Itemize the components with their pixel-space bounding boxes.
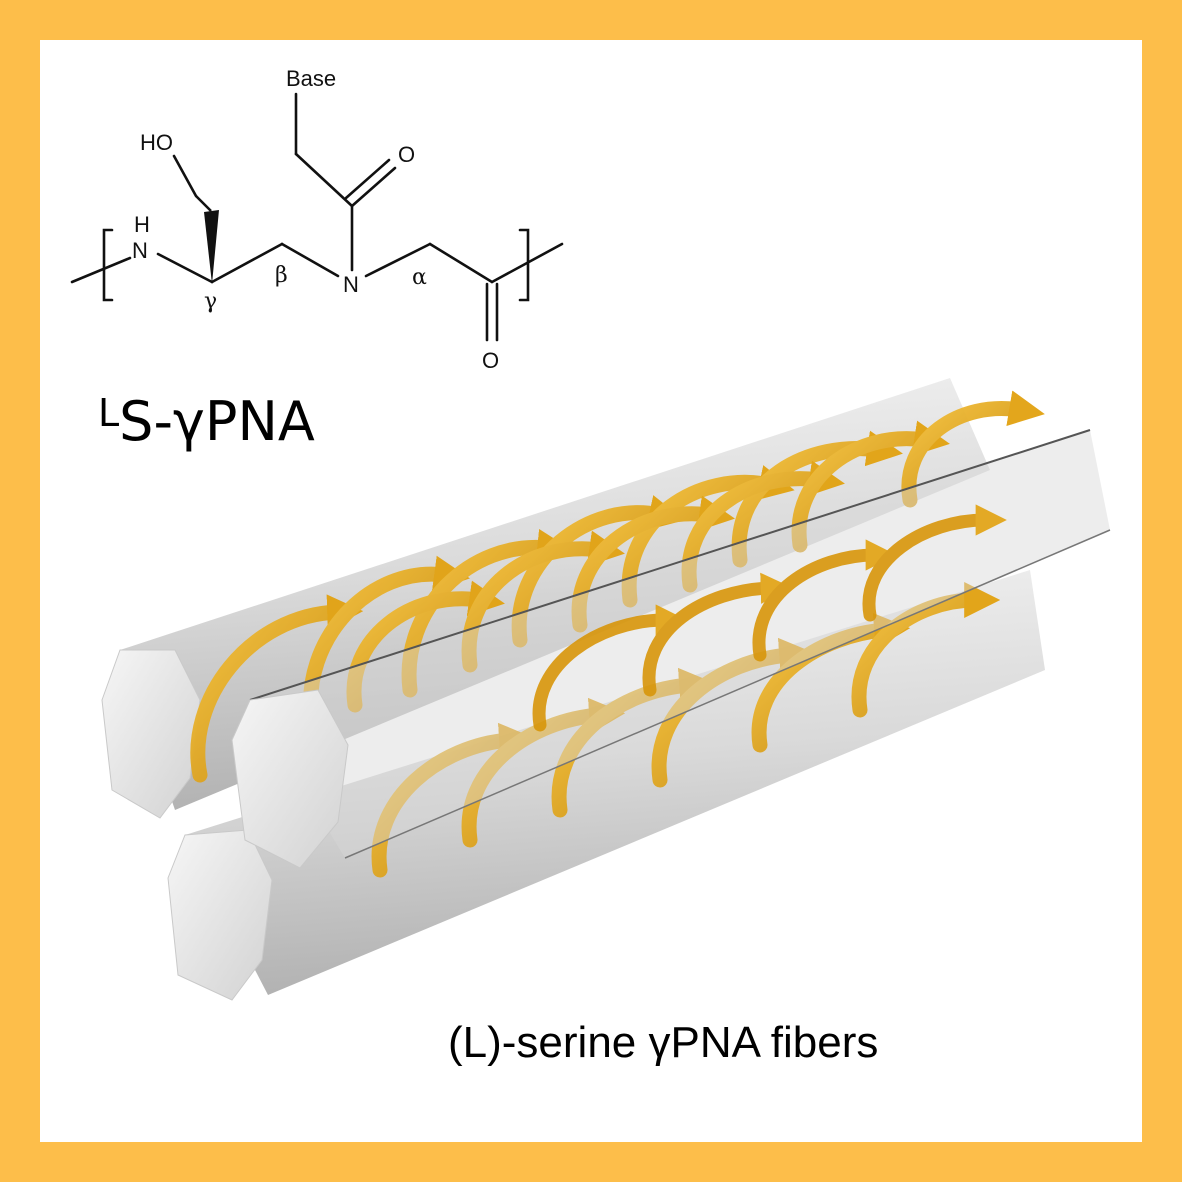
title-superscript: L [98, 391, 119, 435]
ls-gamma-pna-title: LS-γPNA [98, 390, 315, 453]
figure-caption: (L)-serine γPNA fibers [448, 1018, 878, 1068]
title-main: S-γPNA [119, 390, 315, 453]
